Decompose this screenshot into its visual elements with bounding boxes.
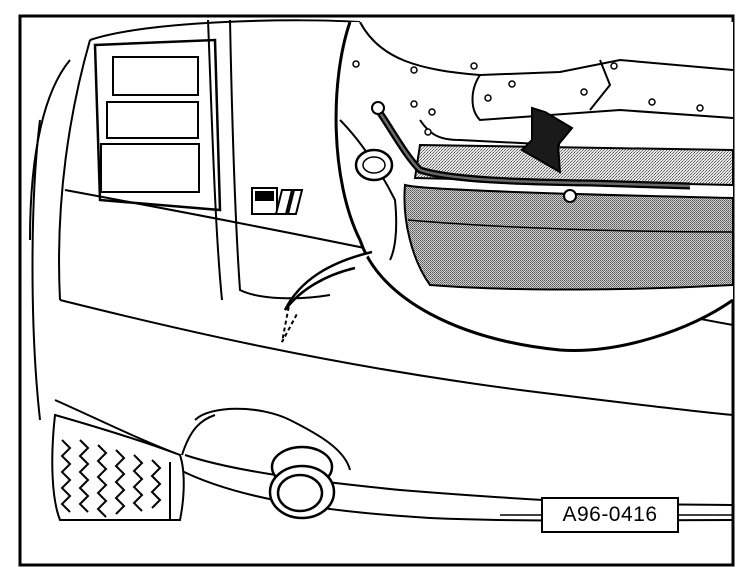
rear-badge — [251, 187, 304, 215]
magnifier-outline — [334, 21, 734, 352]
reference-code-label: A96-0416 — [541, 497, 679, 533]
rear-tire — [51, 413, 185, 521]
exhaust-tailpipe — [268, 445, 336, 520]
tail-light-cluster — [93, 38, 222, 212]
magnified-detail — [281, 21, 734, 352]
callout-pointer — [281, 299, 299, 343]
callout-tail — [283, 250, 373, 311]
screw-markers — [352, 60, 704, 136]
pointer-arrow-icon — [520, 106, 574, 174]
